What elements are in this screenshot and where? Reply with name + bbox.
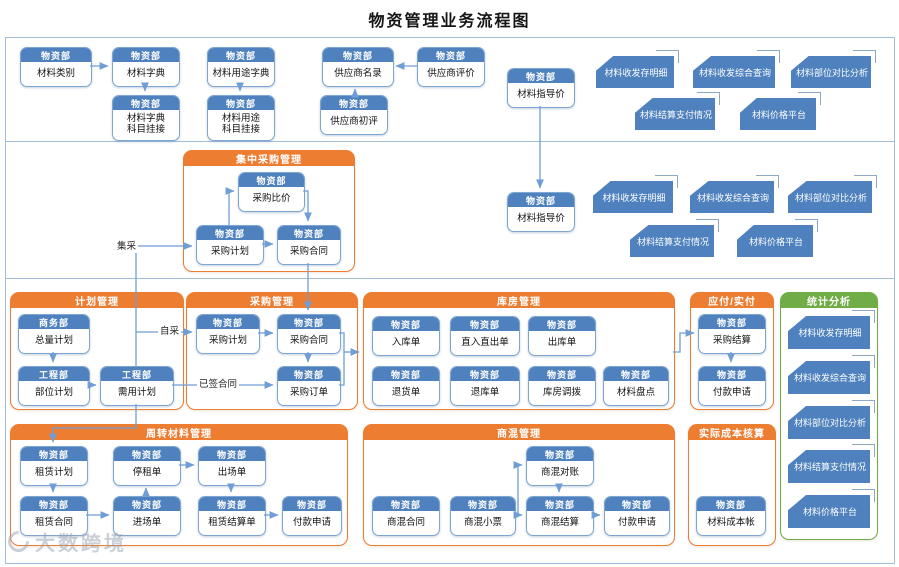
- box-transfer: 物资部库房调拨: [528, 366, 596, 406]
- box-purchase-contract: 物资部采购合同: [277, 314, 341, 354]
- box-pay-request-turnover: 物资部付款申请: [282, 496, 342, 536]
- watermark-logo-icon: [3, 526, 34, 557]
- group-title: 计划管理: [11, 293, 183, 308]
- corner-bracket-icon: [696, 219, 719, 232]
- report-material-part-compare: 材料部位对比分析: [791, 50, 876, 88]
- box-supplier-initial: 物资部供应商初评: [320, 95, 388, 135]
- box-concrete-check: 物资部商混对账: [526, 446, 594, 486]
- watermark-text: 大数跨境: [35, 533, 127, 555]
- box-material-dict: 物资部材料字典: [112, 47, 180, 87]
- group-title: 应付/实付: [691, 293, 773, 308]
- box-outbound: 物资部出库单: [528, 316, 596, 356]
- box-material-category: 物资部材料类别: [20, 47, 92, 87]
- corner-bracket-icon: [852, 444, 875, 457]
- label-signed-contract: 已签合同: [197, 378, 240, 391]
- group-title: 采购管理: [187, 293, 357, 308]
- box-direct-inout: 物资部直入直出单: [450, 316, 520, 356]
- report-material-inout-query: 材料收发综合查询: [788, 355, 875, 394]
- box-material-dict-link: 物资部材料字典科目挂接: [112, 95, 180, 141]
- box-material-usage-dict: 物资部材料用途字典: [207, 47, 275, 87]
- report-material-part-compare: 材料部位对比分析: [788, 400, 875, 439]
- report-material-settle-payment: 材料结算支付情况: [630, 219, 719, 257]
- corner-bracket-icon: [656, 50, 679, 63]
- box-part-plan: 工程部部位计划: [18, 366, 90, 406]
- box-lease-contract: 物资部租赁合同: [20, 496, 88, 536]
- corner-bracket-icon: [852, 400, 875, 413]
- report-material-inout-query: 材料收发综合查询: [690, 175, 779, 213]
- box-purchase-plan-central: 物资部采购计划: [196, 225, 264, 265]
- report-material-inout-detail: 材料收发存明细: [596, 50, 679, 88]
- box-concrete-ticket: 物资部商混小票: [450, 496, 516, 536]
- corner-bracket-icon: [852, 489, 875, 502]
- box-stop-lease: 物资部停租单: [113, 446, 181, 486]
- report-material-settle-payment: 材料结算支付情况: [788, 444, 875, 483]
- box-material-usage-link: 物资部材料用途科目挂接: [207, 95, 275, 141]
- box-guide-price-2: 物资部材料指导价: [507, 192, 575, 232]
- group-title: 库房管理: [364, 293, 674, 308]
- box-concrete-settle: 物资部商混结算: [526, 496, 594, 536]
- corner-bracket-icon: [757, 50, 780, 63]
- report-material-price-platform: 材料价格平台: [740, 92, 821, 130]
- report-material-price-platform: 材料价格平台: [737, 219, 818, 257]
- watermark: 大数跨境: [3, 526, 127, 557]
- corner-bracket-icon: [798, 92, 821, 105]
- box-stocktake: 物资部材料盘点: [603, 366, 669, 406]
- report-material-inout-detail: 材料收发存明细: [788, 310, 875, 349]
- group-title: 集中采购管理: [184, 151, 354, 166]
- box-bid-compare: 物资部采购比价: [238, 172, 305, 212]
- group-title: 统计分析: [781, 293, 877, 308]
- box-total-plan: 商务部总量计划: [18, 314, 90, 354]
- box-cost-account: 物资部材料成本帐: [696, 496, 766, 536]
- box-lease-settle: 物资部租赁结算单: [198, 496, 266, 536]
- corner-bracket-icon: [852, 310, 875, 323]
- box-purchase-settle: 物资部采购结算: [698, 314, 766, 354]
- report-material-part-compare: 材料部位对比分析: [788, 175, 877, 213]
- group-title: 周转材料管理: [11, 425, 347, 440]
- box-entry-note: 物资部进场单: [113, 496, 181, 536]
- box-concrete-contract: 物资部商混合同: [372, 496, 440, 536]
- page-title: 物资管理业务流程图: [368, 13, 531, 30]
- corner-bracket-icon: [697, 92, 720, 105]
- box-return-store: 物资部退库单: [450, 366, 520, 406]
- report-material-price-platform: 材料价格平台: [788, 489, 875, 528]
- box-need-plan: 工程部需用计划: [100, 366, 174, 406]
- corner-bracket-icon: [795, 219, 818, 232]
- report-material-settle-payment: 材料结算支付情况: [635, 92, 720, 130]
- box-purchase-order: 物资部采购订单: [277, 366, 341, 406]
- corner-bracket-icon: [854, 175, 877, 188]
- box-supplier-list: 物资部供应商名录: [322, 47, 394, 87]
- corner-bracket-icon: [756, 175, 779, 188]
- box-pay-request-payable: 物资部付款申请: [698, 366, 766, 406]
- box-inbound: 物资部入库单: [372, 316, 440, 356]
- box-purchase-contract-central: 物资部采购合同: [277, 225, 341, 265]
- corner-bracket-icon: [852, 355, 875, 368]
- box-pay-request-concrete: 物资部付款申请: [604, 496, 670, 536]
- box-exit-note: 物资部出场单: [198, 446, 266, 486]
- group-title: 实际成本核算: [689, 425, 775, 440]
- box-purchase-plan: 物资部采购计划: [196, 314, 260, 354]
- label-self-purchase: 自采: [158, 325, 182, 338]
- group-title: 商混管理: [364, 425, 674, 440]
- label-central-purchase: 集采: [115, 240, 139, 253]
- report-material-inout-detail: 材料收发存明细: [593, 175, 678, 213]
- box-return-goods: 物资部退货单: [372, 366, 440, 406]
- report-material-inout-query: 材料收发综合查询: [693, 50, 780, 88]
- box-lease-plan: 物资部租赁计划: [20, 446, 88, 486]
- corner-bracket-icon: [655, 175, 678, 188]
- corner-bracket-icon: [853, 50, 876, 63]
- box-guide-price-1: 物资部材料指导价: [507, 68, 575, 108]
- box-supplier-eval: 物资部供应商评价: [417, 47, 485, 87]
